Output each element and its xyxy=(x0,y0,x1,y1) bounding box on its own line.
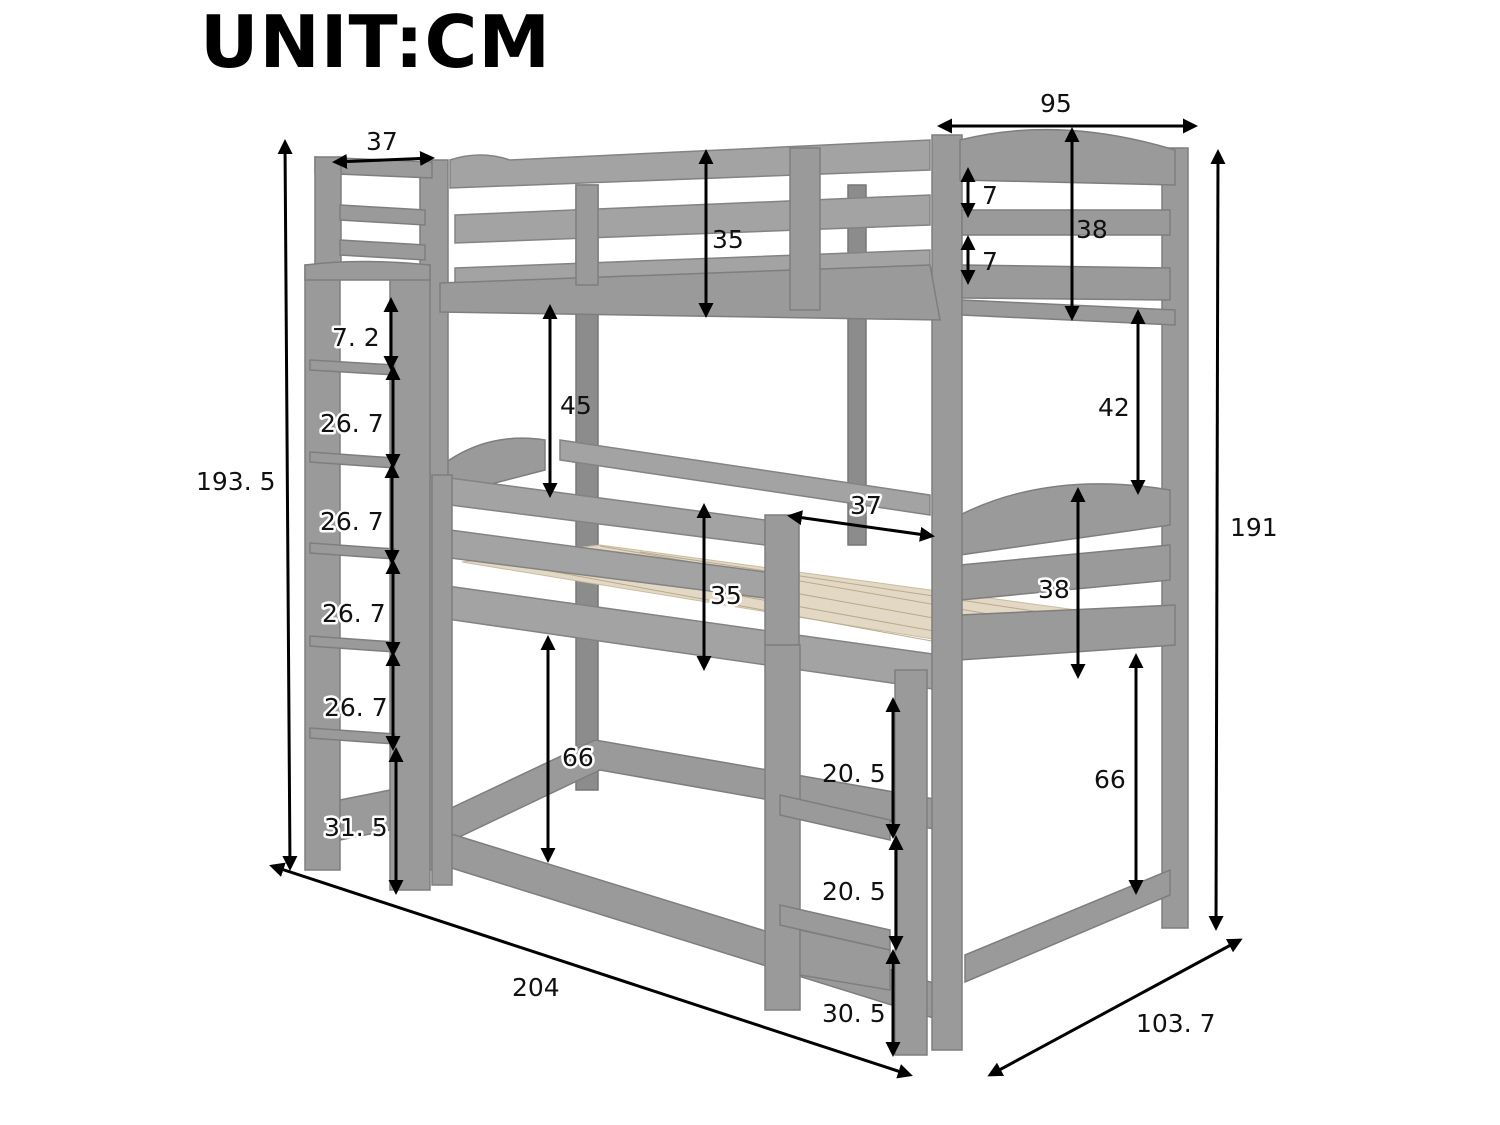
label-ladder-step-1: 26. 7 xyxy=(320,409,384,438)
arrow-top-ladder-width xyxy=(332,151,435,169)
middle-front-rail-top xyxy=(449,477,766,546)
small-ladder-left-rail xyxy=(764,644,801,1011)
front-left-lower-post xyxy=(431,474,453,886)
top-left-slat-1 xyxy=(339,204,426,226)
label-ladder-bottom: 31. 5 xyxy=(324,813,388,842)
arrow-length xyxy=(269,862,913,1079)
unit-title: UNIT:CM xyxy=(200,0,551,84)
arrow-middle-ladder-width xyxy=(787,510,935,542)
arrow-total-height-left xyxy=(277,139,298,871)
dimension-arrows xyxy=(269,118,1243,1079)
label-total-height-right: 191 xyxy=(1230,513,1278,542)
middle-right-rail-bottom xyxy=(959,604,1176,661)
label-top-ladder-width: 37 xyxy=(366,127,398,156)
top-guard-post xyxy=(789,147,821,311)
top-left-back-post xyxy=(314,156,342,268)
front-right-post xyxy=(931,134,963,1051)
label-bottom-clearance-left: 66 xyxy=(562,743,594,772)
label-total-height-left: 193. 5 xyxy=(196,467,276,496)
small-ladder-right-rail xyxy=(894,669,928,1056)
label-length: 204 xyxy=(512,973,560,1002)
label-small-bottom: 30. 5 xyxy=(822,999,886,1028)
dimension-labels: 37 95 35 7 7 38 45 42 193. 5 191 7. 2 26… xyxy=(196,89,1278,1038)
label-middle-headboard: 38 xyxy=(1038,575,1070,604)
middle-right-headboard xyxy=(959,483,1171,556)
top-back-support xyxy=(575,184,599,286)
arrow-depth xyxy=(987,938,1243,1077)
top-right-headboard xyxy=(959,128,1176,186)
arrow-total-height-right xyxy=(1208,149,1226,931)
tall-ladder-cap xyxy=(304,260,431,281)
label-small-step-2: 20. 5 xyxy=(822,877,886,906)
tall-ladder xyxy=(304,260,431,891)
label-top-gap-1: 7 xyxy=(982,181,998,210)
label-top-gap-2: 7 xyxy=(982,247,998,276)
label-ladder-step-3: 26. 7 xyxy=(322,599,386,628)
tall-ladder-left-rail xyxy=(304,264,341,871)
label-small-step-1: 20. 5 xyxy=(822,759,886,788)
label-middle-rail-height: 35 xyxy=(710,581,742,610)
label-ladder-top: 7. 2 xyxy=(332,323,380,352)
back-right-post xyxy=(1161,147,1189,929)
label-depth: 103. 7 xyxy=(1136,1009,1216,1038)
label-top-bed-width: 95 xyxy=(1040,89,1072,118)
label-top-clearance-left: 45 xyxy=(560,391,592,420)
label-top-rail-height: 35 xyxy=(712,225,744,254)
label-bottom-clearance-right: 66 xyxy=(1094,765,1126,794)
label-top-clearance-right: 42 xyxy=(1098,393,1130,422)
label-top-headboard: 38 xyxy=(1076,215,1108,244)
top-right-bottom xyxy=(961,299,1176,326)
top-right-slat-1 xyxy=(961,209,1171,236)
top-left-slat-2 xyxy=(339,239,426,261)
middle-guard-post xyxy=(764,514,800,646)
floor-rail-right xyxy=(964,868,1171,984)
small-ladder xyxy=(764,644,928,1056)
label-ladder-step-4: 26. 7 xyxy=(324,693,388,722)
top-rail-1 xyxy=(449,139,931,189)
label-middle-ladder-width: 37 xyxy=(850,491,882,520)
label-ladder-step-2: 26. 7 xyxy=(320,507,384,536)
